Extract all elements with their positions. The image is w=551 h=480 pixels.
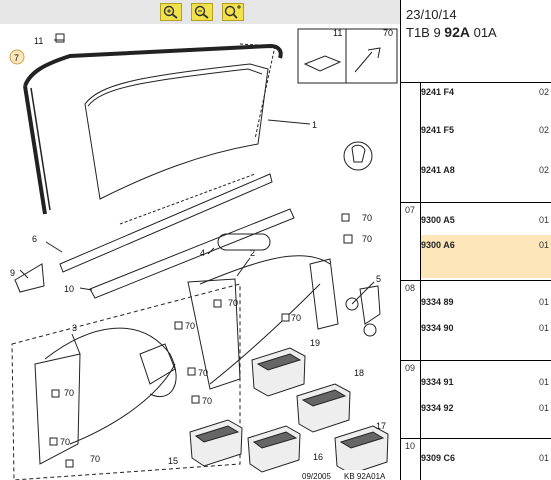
window-motor[interactable] xyxy=(359,285,381,325)
zoom-out-icon xyxy=(194,5,209,19)
label-6: 6 xyxy=(32,234,37,244)
section-number: 07 xyxy=(405,205,416,215)
part-row-9309-c6[interactable]: 9309 C6 01 xyxy=(421,453,549,463)
label-70: 70 xyxy=(185,321,195,331)
zoom-fit-icon xyxy=(224,5,241,19)
part-row-9241-f4[interactable]: 9241 F4 02 xyxy=(421,87,549,97)
window-regulator-right[interactable] xyxy=(187,278,241,390)
label-70: 70 xyxy=(362,234,372,244)
label-15: 15 xyxy=(168,456,178,466)
toolbar xyxy=(0,0,400,24)
label-70: 70 xyxy=(64,388,74,398)
diagram-footer-date: 09/2005 xyxy=(302,472,331,480)
parts-list: 9241 F4 02 9241 F5 02 9241 A8 02 07 9300… xyxy=(401,82,551,480)
inset-label-11: 11 xyxy=(333,28,342,38)
part-row-9334-91[interactable]: 9334 91 01 xyxy=(421,377,549,387)
label-16: 16 xyxy=(313,452,323,462)
label-19: 19 xyxy=(310,338,320,348)
label-70: 70 xyxy=(90,454,100,464)
switch-19[interactable] xyxy=(251,347,306,397)
switch-16[interactable] xyxy=(247,425,301,473)
section-number: 09 xyxy=(405,363,416,373)
label-17: 17 xyxy=(376,421,386,431)
label-10: 10 xyxy=(64,284,74,294)
parts-header: 23/10/14 T1B 9 92A 01A xyxy=(401,0,551,83)
guide-rail-upper[interactable] xyxy=(59,173,273,273)
part-row-9241-a8[interactable]: 9241 A8 02 xyxy=(421,165,549,175)
diagram-footer-code: KB 92A01A xyxy=(344,472,386,480)
window-glass[interactable] xyxy=(84,63,269,200)
label-70: 70 xyxy=(202,396,212,406)
window-seal[interactable] xyxy=(23,43,283,87)
section-number: 08 xyxy=(405,283,416,293)
label-9: 9 xyxy=(10,268,15,278)
part-row-9300-a6-selected[interactable]: 9300 A6 01 xyxy=(421,235,551,278)
exploded-parts-diagram[interactable]: 1 2 3 4 5 6 7 9 10 11 15 16 17 18 19 70 … xyxy=(0,24,400,480)
zoom-fit-button[interactable] xyxy=(222,3,244,21)
label-70: 70 xyxy=(228,298,238,308)
part-row-9300-a5[interactable]: 9300 A5 01 xyxy=(421,215,549,225)
label-4: 4 xyxy=(200,248,205,258)
zoom-in-icon xyxy=(163,5,178,19)
inset-label-70: 70 xyxy=(383,28,393,38)
label-2: 2 xyxy=(250,248,255,258)
window-handle[interactable] xyxy=(217,233,271,251)
zoom-out-button[interactable] xyxy=(191,3,213,21)
switch-18[interactable] xyxy=(296,383,351,433)
label-70: 70 xyxy=(198,368,208,378)
label-70: 70 xyxy=(362,213,372,223)
part-row-9241-f5[interactable]: 9241 F5 02 xyxy=(421,125,549,135)
diagram-code: T1B 9 92A 01A xyxy=(406,24,497,40)
bracket-part[interactable] xyxy=(14,263,45,293)
label-5: 5 xyxy=(376,274,381,284)
part-row-9334-90[interactable]: 9334 90 01 xyxy=(421,323,549,333)
guide-rail-lower[interactable] xyxy=(89,208,295,299)
label-3: 3 xyxy=(72,323,77,333)
zoom-in-button[interactable] xyxy=(160,3,182,21)
label-7-callout xyxy=(9,49,25,65)
label-1: 1 xyxy=(312,120,317,130)
label-70: 70 xyxy=(60,437,70,447)
date-label: 23/10/14 xyxy=(406,7,457,22)
label-70: 70 xyxy=(291,313,301,323)
window-regulator-left[interactable] xyxy=(34,353,81,465)
label-11: 11 xyxy=(34,36,43,46)
vertical-divider xyxy=(400,0,401,480)
section-number: 10 xyxy=(405,441,416,451)
part-row-9334-89[interactable]: 9334 89 01 xyxy=(421,297,549,307)
switch-15[interactable] xyxy=(189,419,243,467)
part-row-9334-92[interactable]: 9334 92 01 xyxy=(421,403,549,413)
label-7: 7 xyxy=(14,53,19,63)
switch-17[interactable] xyxy=(334,425,389,475)
label-18: 18 xyxy=(354,368,364,378)
parts-inset-box xyxy=(297,28,398,84)
